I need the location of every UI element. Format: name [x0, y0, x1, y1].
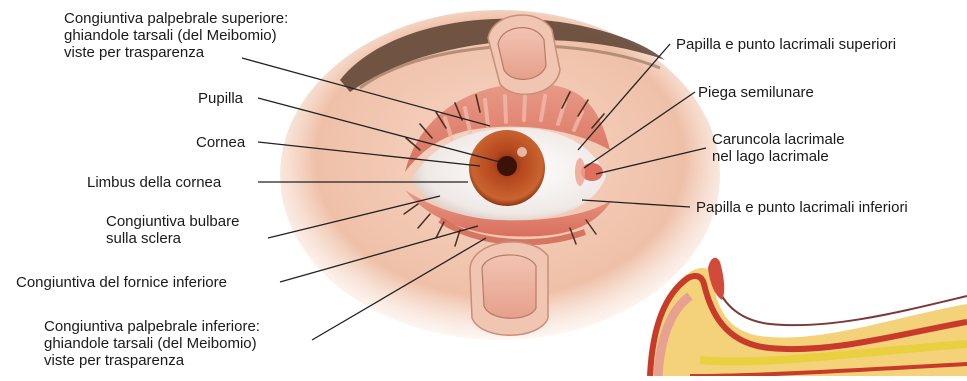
label-conj-bulbare: Congiuntiva bulbare sulla sclera: [106, 213, 239, 247]
label-cornea: Cornea: [196, 134, 245, 151]
label-papilla-inf: Papilla e punto lacrimali inferiori: [696, 199, 908, 216]
label-conj-fornice: Congiuntiva del fornice inferiore: [16, 274, 227, 291]
label-pupilla: Pupilla: [198, 90, 243, 107]
corneal-highlight: [517, 147, 527, 157]
eyelid-cross-section: [650, 258, 967, 376]
pupil: [497, 156, 517, 176]
label-limbus: Limbus della cornea: [87, 174, 221, 191]
label-papilla-sup: Papilla e punto lacrimali superiori: [676, 36, 896, 53]
plica-semilunaris: [575, 158, 585, 186]
label-piega: Piega semilunare: [698, 84, 814, 101]
label-conj-palp-sup: Congiuntiva palpebrale superiore: ghiand…: [64, 10, 288, 61]
lower-finger: [470, 242, 548, 335]
label-caruncola: Caruncola lacrimale nel lago lacrimale: [712, 131, 845, 165]
label-conj-palp-inf: Congiuntiva palpebrale inferiore: ghiand…: [44, 318, 260, 369]
